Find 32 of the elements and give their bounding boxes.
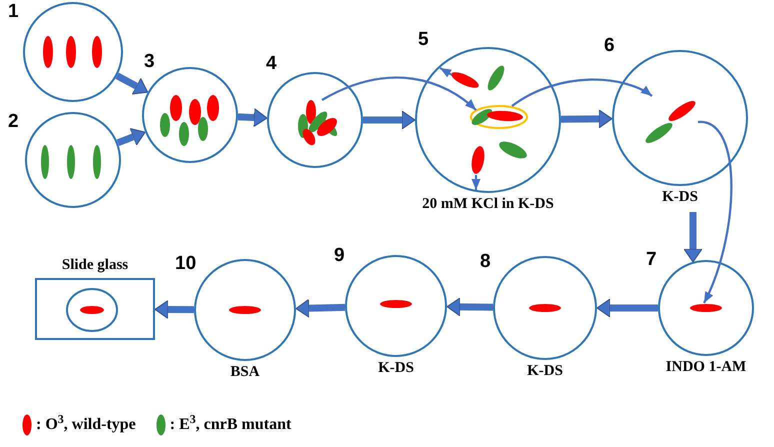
- step-number: 4: [266, 54, 277, 73]
- step-number: 3: [144, 52, 155, 71]
- condition-label: K-DS: [662, 188, 698, 207]
- step-number: 10: [175, 254, 196, 273]
- block-arrow: [115, 72, 148, 94]
- curved-arrow: [511, 78, 653, 107]
- slide-heading: Slide glass: [60, 256, 130, 275]
- legend-text: : O$^{3}$, wild-type: [36, 413, 136, 435]
- condition-label: K-DS: [378, 359, 414, 378]
- block-arrow: [363, 110, 416, 130]
- condition-label: INDO 1-AM: [666, 358, 746, 377]
- block-arrow: [446, 297, 494, 316]
- step-number: 6: [604, 36, 615, 55]
- block-arrow: [295, 298, 346, 318]
- step-number: 9: [334, 246, 345, 265]
- step-number: 1: [8, 2, 19, 21]
- step-number: 5: [418, 30, 429, 49]
- curved-arrow: [321, 76, 477, 111]
- condition-label: BSA: [230, 363, 260, 382]
- block-arrow: [238, 108, 268, 128]
- block-arrow: [560, 109, 612, 128]
- curved-arrow: [698, 120, 732, 304]
- step-number: 2: [8, 112, 19, 131]
- block-arrow: [596, 298, 658, 318]
- condition-label: 20 mM KCl in K-DS: [422, 195, 554, 214]
- block-arrow: [154, 300, 194, 319]
- condition-label: K-DS: [527, 362, 563, 381]
- legend-text: : E$^{3}$, cnrB mutant: [170, 413, 292, 435]
- block-arrow: [116, 128, 146, 146]
- step-number: 7: [646, 250, 657, 269]
- block-arrow: [684, 212, 702, 262]
- step-number: 8: [480, 252, 491, 271]
